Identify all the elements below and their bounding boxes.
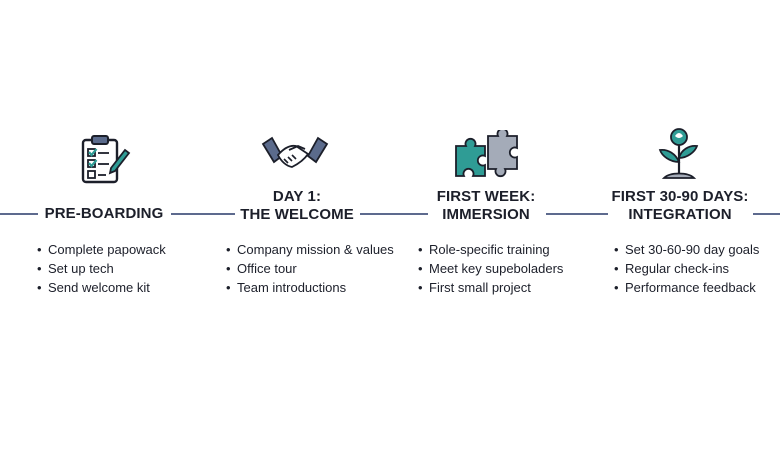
list-item: Company mission & values xyxy=(226,240,394,259)
stage-title: DAY 1: THE WELCOME xyxy=(202,188,392,224)
stage-title: PRE-BOARDING xyxy=(9,205,199,223)
list-item: Performance feedback xyxy=(614,278,759,297)
stage-item-list: Company mission & values Office tour Tea… xyxy=(226,240,394,297)
stage-title: FIRST 30-90 DAYS: INTEGRATION xyxy=(585,188,775,224)
stage-title-line1: FIRST 30-90 DAYS: xyxy=(611,188,749,205)
stage-title-line2: IMMERSION xyxy=(442,206,530,223)
stage-title-line1: FIRST WEEK: xyxy=(436,188,536,205)
stage-title-line2: PRE-BOARDING xyxy=(44,205,164,222)
stage-title: FIRST WEEK: IMMERSION xyxy=(391,188,581,224)
timeline-segment-3 xyxy=(360,213,428,215)
stage-item-list: Complete papowack Set up tech Send welco… xyxy=(37,240,166,297)
stage-title-line2: THE WELCOME xyxy=(240,206,354,223)
timeline-segment-4 xyxy=(546,213,608,215)
list-item: Set up tech xyxy=(37,259,166,278)
list-item: Team introductions xyxy=(226,278,394,297)
list-item: Office tour xyxy=(226,259,394,278)
stage-item-list: Set 30-60-90 day goals Regular check-ins… xyxy=(614,240,759,297)
puzzle-pieces-icon xyxy=(452,128,518,190)
list-item: Complete papowack xyxy=(37,240,166,259)
list-item: Regular check-ins xyxy=(614,259,759,278)
list-item: Set 30-60-90 day goals xyxy=(614,240,759,259)
list-item: Send welcome kit xyxy=(37,278,166,297)
list-item: Role-specific training xyxy=(418,240,563,259)
stage-item-list: Role-specific training Meet key supebola… xyxy=(418,240,563,297)
stage-title-line1: DAY 1: xyxy=(272,188,322,205)
timeline-segment-1 xyxy=(0,213,38,215)
list-item: Meet key supeboladers xyxy=(418,259,563,278)
sprouting-plant-icon xyxy=(652,126,712,186)
timeline-segment-5 xyxy=(753,213,780,215)
timeline-segment-2 xyxy=(171,213,235,215)
handshake-icon xyxy=(260,130,329,190)
clipboard-checklist-icon xyxy=(76,132,136,192)
list-item: First small project xyxy=(418,278,563,297)
stage-title-line2: INTEGRATION xyxy=(628,206,732,223)
